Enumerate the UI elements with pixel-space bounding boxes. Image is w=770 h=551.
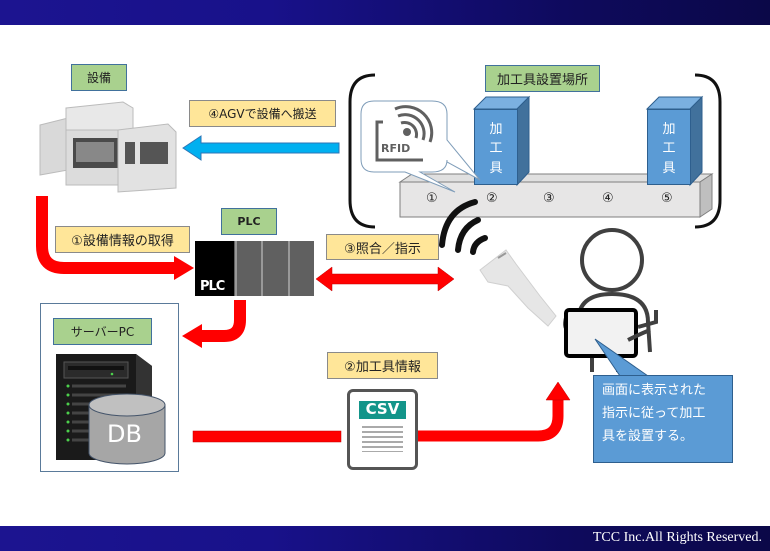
tool-text: 工 [489, 141, 503, 157]
tool-text: 工 [662, 141, 676, 157]
slot-1: ① [426, 191, 438, 206]
database-icon [88, 393, 166, 465]
tool-box-top-right [645, 95, 704, 187]
rfid-icon [375, 105, 434, 162]
slot-2: ② [486, 191, 498, 206]
csv-file-icon: CSV [347, 389, 418, 470]
tool-box-top-left [472, 95, 531, 187]
arrow-server-to-csv [192, 430, 342, 443]
server-label: サーバーPC [53, 318, 152, 345]
tool-text: 加 [662, 122, 676, 138]
rfid-callout [360, 100, 481, 193]
csv-text: CSV [365, 400, 400, 418]
instruction-line-3: 具を設置する。 [602, 429, 694, 444]
location-label: 加工具設置場所 [485, 65, 600, 92]
tool-text: 具 [489, 160, 503, 176]
equipment-label: 設備 [71, 64, 127, 91]
scanner-waves [439, 199, 488, 255]
plc-label: PLC [221, 208, 277, 235]
arrow-equipment-to-plc [36, 196, 194, 280]
tool-block-slot2: 加 工 具 [474, 109, 518, 185]
arrow-plc-to-server [182, 300, 246, 348]
step4-label: ④AGVで設備へ搬送 [189, 100, 336, 127]
machine-icon [39, 101, 177, 193]
arrow-plc-scanner [315, 266, 455, 292]
header-bar [0, 0, 770, 25]
slot-4: ④ [602, 191, 614, 206]
worker-icon [563, 228, 658, 372]
instruction-pointer [594, 338, 650, 377]
arrow-csv-to-person [418, 381, 571, 442]
arrow-agv-transport [182, 135, 340, 161]
copyright-text: TCC Inc.All Rights Reserved. [592, 530, 762, 545]
instruction-line-2: 指示に従って加工 [602, 406, 706, 421]
location-bracket [348, 73, 722, 229]
step2-label: ②加工具情報 [327, 352, 438, 379]
footer-bar: TCC Inc.All Rights Reserved. [0, 526, 770, 551]
step1-label: ①設備情報の取得 [55, 226, 190, 253]
tool-text: 加 [489, 122, 503, 138]
rfid-text: RFID [381, 142, 411, 155]
barcode-scanner-icon [479, 249, 557, 327]
plc-device: PLC [195, 241, 314, 296]
tool-block-slot5: 加 工 具 [647, 109, 691, 185]
slot-3: ③ [543, 191, 555, 206]
instruction-callout: 画面に表示された 指示に従って加工 具を設置する。 [593, 375, 733, 463]
instruction-line-1: 画面に表示された [602, 383, 707, 398]
slot-5: ⑤ [661, 191, 673, 206]
db-text: DB [107, 420, 142, 448]
plc-device-text: PLC [200, 279, 225, 294]
step3-label: ③照合／指示 [326, 234, 439, 260]
tool-text: 具 [662, 160, 676, 176]
